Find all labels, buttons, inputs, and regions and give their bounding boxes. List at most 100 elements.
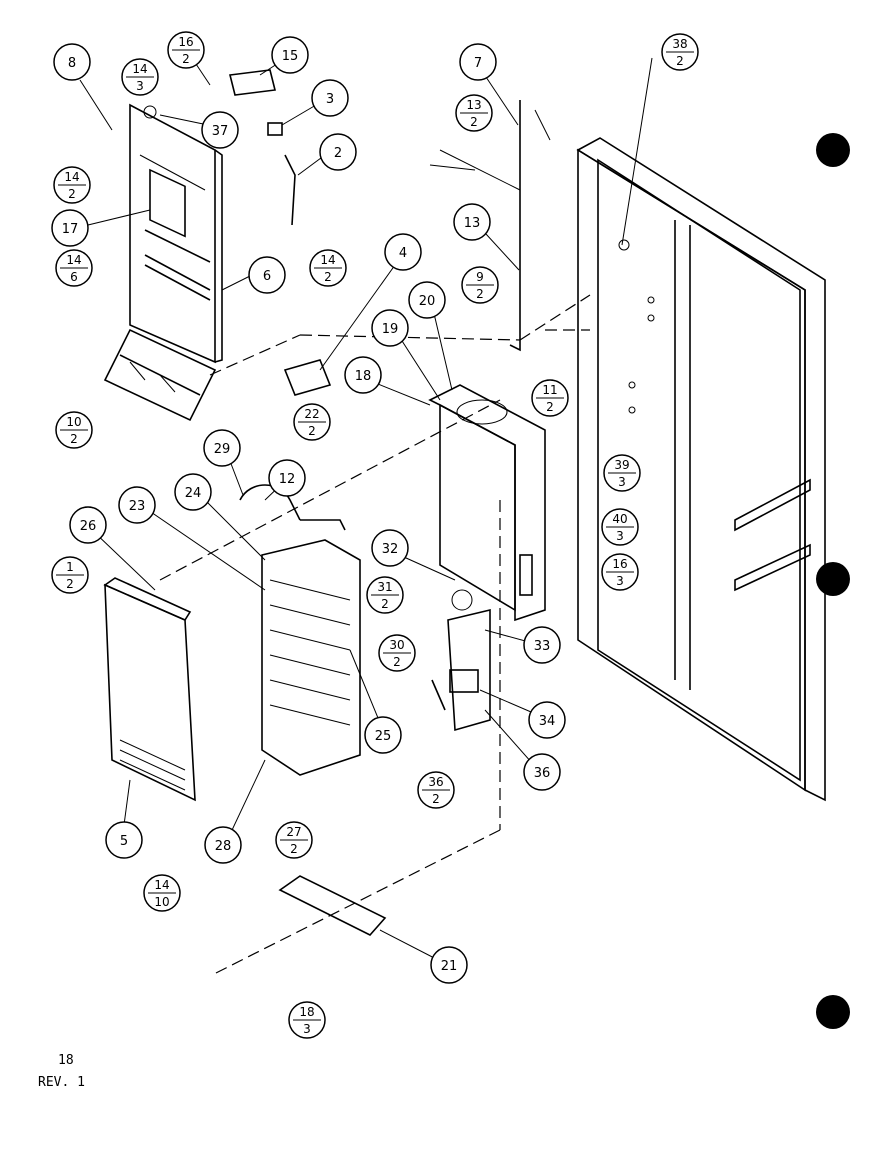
callout-15-label: 15 xyxy=(282,49,299,64)
fraction-14-2-a-den: 2 xyxy=(68,187,76,201)
callout-2: 2 xyxy=(319,133,357,171)
callout-21-label: 21 xyxy=(441,959,458,974)
callout-3-label: 3 xyxy=(326,92,334,107)
fraction-14-10-den: 10 xyxy=(154,895,169,909)
fraction-16-2-den: 2 xyxy=(182,52,190,66)
callout-36: 36 xyxy=(523,753,561,791)
wire-harness-7 xyxy=(429,100,551,352)
callout-7: 7 xyxy=(459,43,497,81)
fraction-39-3-den: 3 xyxy=(618,475,626,489)
binder-hole-bottom xyxy=(816,995,850,1029)
callout-20: 20 xyxy=(408,281,446,319)
fraction-36-2-num: 36 xyxy=(428,775,443,789)
fraction-14-2-a-num: 14 xyxy=(64,170,79,184)
callout-13: 13 xyxy=(453,203,491,241)
fraction-16-2: 162 xyxy=(167,31,205,69)
callout-12: 12 xyxy=(268,459,306,497)
fraction-38-2: 382 xyxy=(661,33,699,71)
fraction-13-2-num: 13 xyxy=(466,98,481,112)
fraction-38-2-den: 2 xyxy=(676,54,684,68)
fraction-10-2-den: 2 xyxy=(70,432,78,446)
fraction-11-2-num: 11 xyxy=(542,383,557,397)
fraction-9-2-num: 9 xyxy=(476,270,484,284)
callout-34: 34 xyxy=(528,701,566,739)
binder-hole-middle xyxy=(816,562,850,596)
fan-motor xyxy=(431,589,491,732)
callout-26: 26 xyxy=(69,506,107,544)
callout-4: 4 xyxy=(384,233,422,271)
fraction-22-2-den: 2 xyxy=(308,424,316,438)
fraction-36-2-den: 2 xyxy=(432,792,440,806)
callout-34-label: 34 xyxy=(539,714,556,729)
fraction-18-3-den: 3 xyxy=(303,1022,311,1036)
fraction-14-6-num: 14 xyxy=(66,253,81,267)
callout-19-label: 19 xyxy=(382,322,399,337)
cabinet-liner xyxy=(576,137,826,802)
fraction-14-3-num: 14 xyxy=(132,62,147,76)
fraction-13-2-den: 2 xyxy=(470,115,478,129)
fraction-31-2: 312 xyxy=(366,576,404,614)
fraction-40-3: 403 xyxy=(601,508,639,546)
callout-21: 21 xyxy=(430,946,468,984)
evaporator-coil xyxy=(239,484,361,776)
fraction-36-2: 362 xyxy=(417,771,455,809)
evaporator-cover-panel xyxy=(129,103,223,364)
bottom-tray xyxy=(278,875,387,936)
fraction-16-2-num: 16 xyxy=(178,35,193,49)
callout-7-label: 7 xyxy=(474,56,482,71)
callout-18: 18 xyxy=(344,356,382,394)
callout-24-label: 24 xyxy=(185,486,202,501)
fraction-14-6: 146 xyxy=(55,249,93,287)
callout-13-label: 13 xyxy=(464,216,481,231)
callout-23-label: 23 xyxy=(129,499,146,514)
fraction-40-3-num: 40 xyxy=(612,512,627,526)
callout-8-label: 8 xyxy=(68,56,76,71)
fraction-9-2: 92 xyxy=(461,266,499,304)
fraction-10-2: 102 xyxy=(55,411,93,449)
fraction-22-2-num: 22 xyxy=(304,407,319,421)
fraction-14-3-den: 3 xyxy=(136,79,144,93)
callout-18-label: 18 xyxy=(355,369,372,384)
fraction-39-3: 393 xyxy=(603,454,641,492)
callout-29: 29 xyxy=(203,429,241,467)
page-number: 18 xyxy=(58,1053,74,1068)
fraction-14-2-b: 142 xyxy=(309,249,347,287)
callout-6-label: 6 xyxy=(263,269,271,284)
callout-5-label: 5 xyxy=(120,834,128,849)
callout-33-label: 33 xyxy=(534,639,551,654)
fraction-14-2-b-den: 2 xyxy=(324,270,332,284)
fraction-18-3-num: 18 xyxy=(299,1005,314,1019)
callout-4-label: 4 xyxy=(399,246,407,261)
callout-33: 33 xyxy=(523,626,561,664)
callout-28-label: 28 xyxy=(215,839,232,854)
fraction-16-3-den: 3 xyxy=(616,574,624,588)
callout-32: 32 xyxy=(371,529,409,567)
fraction-1-2: 12 xyxy=(51,556,89,594)
fraction-1-2-den: 2 xyxy=(66,577,74,591)
callout-19: 19 xyxy=(371,309,409,347)
callout-36-label: 36 xyxy=(534,766,551,781)
fraction-13-2: 132 xyxy=(455,94,493,132)
callout-32-label: 32 xyxy=(382,542,399,557)
fraction-30-2: 302 xyxy=(378,634,416,672)
fraction-11-2: 112 xyxy=(531,379,569,417)
fraction-14-2-b-num: 14 xyxy=(320,253,335,267)
fraction-39-3-num: 39 xyxy=(614,458,629,472)
callout-28: 28 xyxy=(204,826,242,864)
bracket-15 xyxy=(229,69,276,96)
fraction-14-3: 143 xyxy=(121,58,159,96)
callout-15: 15 xyxy=(271,36,309,74)
callout-24: 24 xyxy=(174,473,212,511)
callout-29-label: 29 xyxy=(214,442,231,457)
callout-17: 17 xyxy=(51,209,89,247)
callout-6: 6 xyxy=(248,256,286,294)
callout-17-label: 17 xyxy=(62,222,79,237)
fraction-27-2: 272 xyxy=(275,821,313,859)
fan-housing xyxy=(428,384,546,622)
fraction-38-2-num: 38 xyxy=(672,37,687,51)
callout-26-label: 26 xyxy=(80,519,97,534)
callout-37: 37 xyxy=(201,111,239,149)
